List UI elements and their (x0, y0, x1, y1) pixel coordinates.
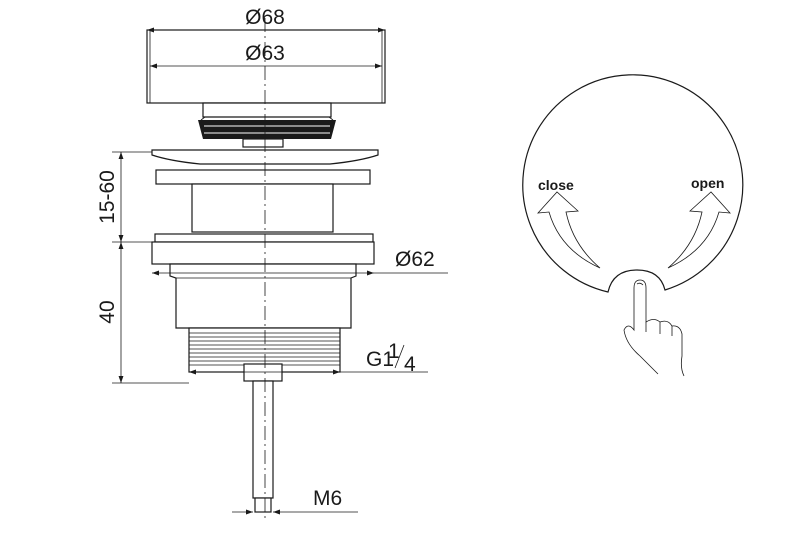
thread-fraction-den: 4 (404, 353, 416, 376)
valve-body (191, 183, 334, 233)
operation-diagram: close open (522, 74, 744, 377)
rod-thread-label: M6 (313, 487, 342, 510)
thread-label: G1 (366, 348, 394, 371)
rod-tip (254, 497, 272, 513)
outer-diameter-label: Ø68 (245, 6, 285, 29)
cap-neck (202, 102, 332, 118)
lower-nut (151, 241, 375, 265)
close-arrow-icon (537, 191, 601, 269)
body-diameter-label: Ø62 (395, 248, 435, 271)
tailpiece (169, 263, 357, 329)
top-diameter-label: Ø63 (245, 42, 285, 65)
thread-fraction-num: 1 (388, 340, 400, 363)
lower-nut-top (154, 233, 374, 243)
valve-side-view (146, 18, 386, 522)
height-label: 40 (96, 300, 119, 323)
dimension-labels: Ø68 Ø63 Ø62 G1 1 4 M6 15-60 40 (96, 6, 435, 510)
valve-cap (146, 29, 386, 104)
cap-top-view (522, 74, 744, 293)
seal-ring (198, 120, 336, 139)
stem-neck (242, 138, 284, 148)
open-label: open (691, 175, 724, 191)
dimension-lines (112, 27, 448, 515)
pointing-hand-icon (623, 279, 685, 377)
close-label: close (538, 177, 574, 193)
height-range-label: 15-60 (96, 170, 119, 224)
thread-main: G1 (366, 348, 394, 371)
rod (252, 380, 274, 499)
top-nut (155, 169, 371, 185)
rod-fitting (243, 363, 283, 382)
open-arrow-icon (667, 191, 731, 269)
